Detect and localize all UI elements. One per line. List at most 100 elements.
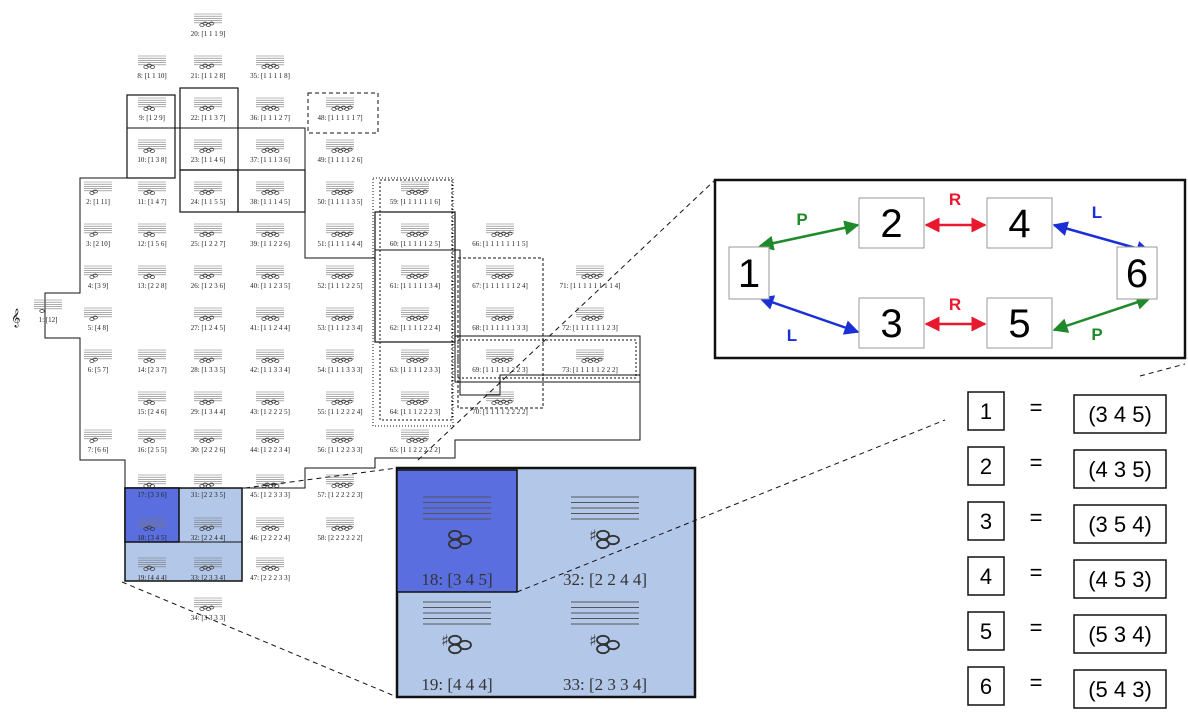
mini-staff-icon [138, 517, 166, 531]
mini-staff-icon [138, 55, 166, 69]
cell-label: 32: [2 2 4 4] [191, 534, 226, 542]
zoom-guide-line [121, 581, 398, 698]
cell-label: 47: [2 2 2 3 3] [250, 574, 290, 582]
staff-icon [423, 496, 491, 550]
cell-label: 59: [1 1 1 1 1 1 6] [390, 198, 440, 206]
lattice-cell: 39: [1 1 2 2 6] [250, 223, 290, 248]
mini-staff-icon [194, 349, 222, 363]
cell-label: 64: [1 1 1 2 2 2 3] [390, 408, 440, 416]
cell-label: 46: [2 2 2 2 4] [250, 534, 290, 542]
staff-icon [571, 601, 639, 655]
mini-staff-icon [34, 299, 62, 313]
lattice-cell: 16: [2 5 5] [137, 429, 167, 454]
cell-label: 62: [1 1 1 1 2 2 4] [390, 324, 440, 332]
cell-label: 73: [1 1 1 1 1 2 2 2] [562, 366, 618, 374]
cell-label: 42: [1 1 3 3 4] [250, 366, 290, 374]
lattice-cell: 44: [1 2 2 3 4] [250, 429, 290, 454]
lattice-cell: 17: [3 3 6] [137, 474, 167, 499]
cell-label: 40: [1 1 2 3 5] [250, 282, 290, 290]
region-box-dashed-1 [307, 92, 379, 134]
mini-staff-icon [194, 97, 222, 111]
cell-label: 53: [1 1 1 2 3 4] [317, 324, 362, 332]
mapping-row: 6=(5 4 3) [967, 666, 1167, 709]
operation-label: L [787, 326, 797, 345]
lattice-cell: 12: [1 5 6] [137, 223, 167, 248]
lattice-cell: 48: [1 1 1 1 1 7] [317, 97, 363, 122]
mini-staff-icon [401, 349, 429, 363]
lattice-cell: 27: [1 2 4 5] [191, 307, 225, 332]
cell-label: 26: [1 2 3 6] [191, 282, 226, 290]
zoom-cell: ♯33: [2 3 3 4] [563, 601, 647, 694]
mini-staff-icon [576, 349, 604, 363]
operation-label: P [796, 210, 807, 229]
cell-label: 51: [1 1 1 1 4 4] [317, 240, 362, 248]
lattice-cell: 66: [1 1 1 1 1 1 1 5] [472, 223, 528, 248]
network-node: 2 [858, 197, 925, 249]
lattice-cell: 68: [1 1 1 1 1 1 3 3] [472, 307, 528, 332]
mini-staff-icon [138, 265, 166, 279]
zoom-cell-label: 32: [2 2 4 4] [563, 570, 647, 589]
mapping-row: 2=(4 3 5) [967, 446, 1167, 489]
zoom-cell-label: 19: [4 4 4] [421, 675, 492, 694]
cell-label: 71: [1 1 1 1 1 1 1 1 4] [560, 282, 621, 290]
lattice-cell: 43: [1 2 2 2 5] [250, 391, 290, 416]
mini-staff-icon [326, 265, 354, 279]
cell-label: 44: [1 2 2 3 4] [250, 446, 290, 454]
network-node: 5 [986, 297, 1053, 349]
network-node: 3 [858, 297, 925, 349]
cell-label: 5: [4 8] [88, 324, 109, 332]
cell-label: 9: [1 2 9] [139, 114, 165, 122]
lattice-cell: 33: [2 3 3 4] [191, 557, 225, 582]
cell-label: 58: [2 2 2 2 2 2] [317, 534, 362, 542]
connector-line [417, 179, 716, 461]
cell-label: 39: [1 1 2 2 6] [250, 240, 290, 248]
lattice-cell: 24: [1 1 5 5] [191, 181, 225, 206]
mini-staff-icon [486, 307, 514, 321]
cell-label: 35: [1 1 1 1 8] [250, 72, 290, 80]
mini-staff-icon [194, 55, 222, 69]
operation-label: L [1092, 203, 1102, 222]
lattice-cell: 71: [1 1 1 1 1 1 1 1 4] [560, 265, 621, 290]
staff-icon [571, 496, 639, 550]
mini-staff-icon [194, 139, 222, 153]
mini-staff-icon [194, 557, 222, 571]
treble-clef-icon: 𝄞 [11, 308, 20, 328]
cell-label: 3: [2 10] [86, 240, 110, 248]
mini-staff-icon [486, 265, 514, 279]
lattice-cell: 55: [1 1 2 2 2 4] [317, 391, 363, 416]
mini-staff-icon [256, 349, 284, 363]
region-box-4 [126, 94, 176, 179]
zoom-cell-label: 33: [2 3 3 4] [563, 675, 647, 694]
lattice-cell: 65: [1 1 2 2 2 2 2] [390, 429, 440, 454]
mini-staff-icon [194, 517, 222, 531]
mini-staff-icon [84, 265, 112, 279]
cell-label: 17: [3 3 6] [137, 491, 166, 499]
mapping-value: (5 3 4) [1088, 622, 1152, 647]
cell-label: 63: [1 1 1 1 2 3 3] [390, 366, 440, 374]
mini-staff-icon [138, 181, 166, 195]
mapping-row: 3=(3 5 4) [967, 501, 1167, 544]
cell-label: 60: [1 1 1 1 1 2 5] [390, 240, 440, 248]
mini-staff-icon [486, 391, 514, 405]
mini-staff-icon [576, 307, 604, 321]
connector-line [516, 419, 946, 593]
mini-staff-icon [194, 223, 222, 237]
mini-staff-icon [256, 265, 284, 279]
mini-staff-icon [84, 349, 112, 363]
node-label: 6 [1126, 252, 1148, 296]
mini-staff-icon [401, 181, 429, 195]
mapping-table: 1=(3 4 5)2=(4 3 5)3=(3 5 4)4=(4 5 3)5=(5… [967, 391, 1167, 709]
mapping-value: (5 4 3) [1088, 677, 1152, 702]
lattice-cell: 32: [2 2 4 4] [191, 517, 226, 542]
cell-label: 67: [1 1 1 1 1 1 2 4] [472, 282, 528, 290]
lattice-cell: 67: [1 1 1 1 1 1 2 4] [472, 265, 528, 290]
cell-label: 10: [1 3 8] [137, 156, 166, 164]
mini-staff-icon [138, 391, 166, 405]
cell-label: 19: [4 4 4] [137, 574, 166, 582]
region-box-5 [374, 211, 456, 343]
lattice-cell: 54: [1 1 1 3 3 3] [317, 349, 363, 374]
operation-label: R [949, 190, 961, 209]
lattice-cell: 70: [1 1 1 1 2 2 2 2] [472, 391, 528, 416]
cell-label: 11: [1 4 7] [137, 198, 166, 206]
